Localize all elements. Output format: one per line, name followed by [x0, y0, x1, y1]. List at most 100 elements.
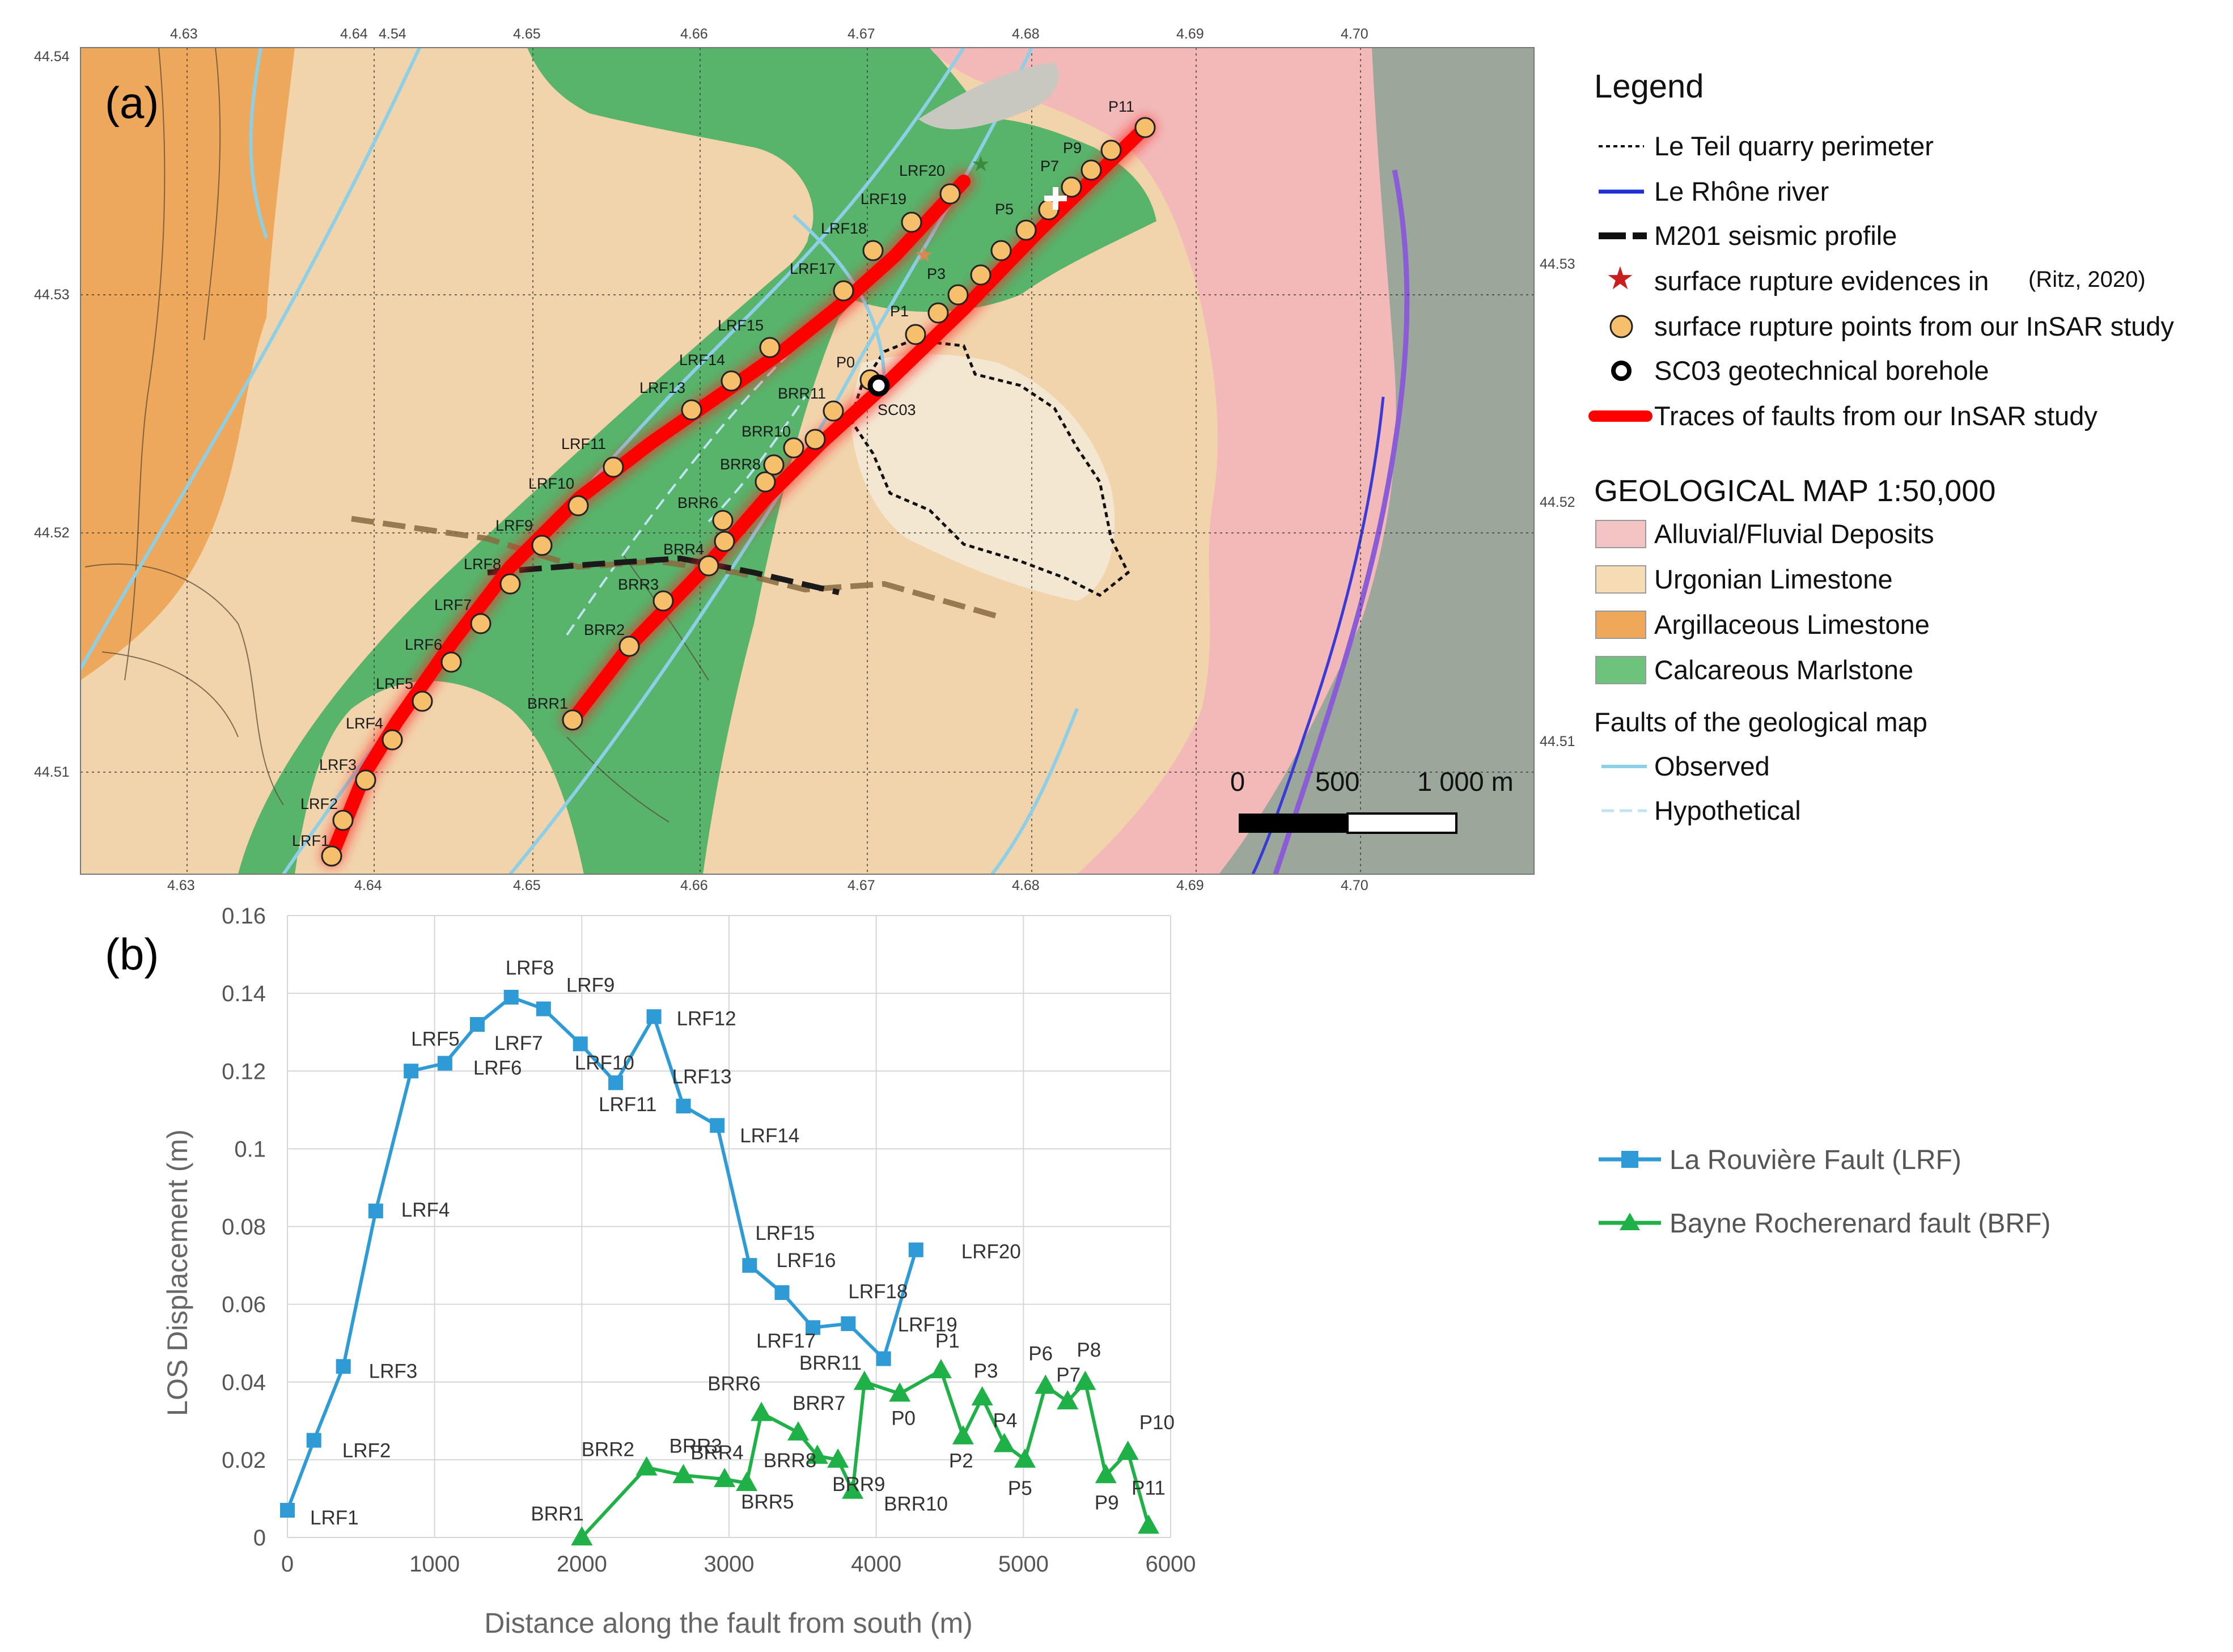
point-label-lrf9: LRF9 — [566, 975, 615, 997]
lon-top-4.66: 4.66 — [680, 26, 708, 42]
point-brr2 — [635, 1456, 658, 1476]
point-label-lrf16: LRF16 — [776, 1249, 836, 1272]
legend-item-seismic: M201 seismic profile — [1654, 221, 1897, 251]
rupture-point-lrf9 — [531, 535, 553, 556]
lon-top-4.69: 4.69 — [1176, 26, 1204, 42]
map-legend: Legend Le Teil quarry perimeter Le Rhône… — [1584, 68, 2174, 825]
point-lrf19 — [876, 1351, 891, 1366]
lon-top-4.68: 4.68 — [1012, 26, 1040, 42]
satellite-imagery-area — [1219, 48, 1534, 874]
map-label-brr10: BRR10 — [741, 423, 791, 440]
map-label-brr3: BRR3 — [618, 576, 659, 593]
map-label-lrf10: LRF10 — [528, 475, 574, 492]
cross-marker — [1044, 187, 1067, 210]
geological-map-panel: ★ ★ ★ LRF1LRF2LRF3LRF4LRF5LRF6LRF7LRF8LR… — [34, 26, 2174, 893]
point-lrf7 — [469, 1016, 485, 1032]
rupture-point-lrf13 — [681, 399, 702, 421]
map-label-brr4: BRR4 — [663, 541, 704, 558]
point-p5 — [1014, 1448, 1036, 1468]
lat-left-44.53: 44.53 — [34, 287, 70, 303]
rupture-point-lrf7 — [470, 613, 491, 634]
series-line-brf — [581, 1367, 1150, 1539]
borehole-symbol — [1611, 361, 1632, 381]
lon-top-4.67: 4.67 — [848, 26, 875, 42]
geo-swatch-2 — [1595, 565, 1646, 594]
lat-right-44.53: 44.53 — [1540, 256, 1575, 272]
point-label-lrf20: LRF20 — [961, 1241, 1021, 1263]
rupture-point-symbol — [1609, 315, 1633, 338]
panel-a-label: (a) — [105, 78, 159, 128]
geo-swatch-4 — [1595, 656, 1646, 684]
quarry-perimeter — [849, 338, 1130, 597]
point-lrf2 — [306, 1433, 321, 1448]
map-label-p7: P7 — [1040, 158, 1059, 175]
coordinate-labels: 4.63 4.64 4.54 4.65 4.66 4.67 4.68 4.69 … — [34, 26, 1575, 893]
lat-right-44.51: 44.51 — [1540, 734, 1575, 749]
lon-bottom-4.63: 4.63 — [167, 878, 195, 893]
rupture-point-lrf8 — [499, 573, 521, 595]
map-label-p9: P9 — [1063, 139, 1082, 156]
legend-item-hypothetical: Hypothetical — [1654, 795, 1801, 825]
rupture-point-lrf20 — [939, 183, 961, 205]
map-label-brr1: BRR1 — [527, 695, 568, 712]
lon-bottom-4.68: 4.68 — [1012, 878, 1040, 893]
legend-item-observed: Observed — [1654, 751, 1770, 781]
chart-legend: La Rouvière Fault (LRF) Bayne Rocherenar… — [1599, 1145, 2050, 1239]
map-label-brr6: BRR6 — [677, 494, 718, 511]
rhone-river-purple — [1273, 170, 1410, 874]
rupture-point-lrf17 — [833, 280, 854, 302]
point-p11 — [1138, 1514, 1160, 1534]
y-tick-5: 0.1 — [234, 1137, 266, 1162]
rupture-points-group: LRF1LRF2LRF3LRF4LRF5LRF6LRF7LRF8LRF9LRF1… — [292, 98, 1156, 867]
rupture-point-brf-16 — [970, 264, 991, 286]
legend-item-rhone: Le Rhône river — [1654, 176, 1829, 206]
point-label-p10: P10 — [1139, 1412, 1175, 1434]
chart-series — [280, 989, 1160, 1545]
point-label-lrf14: LRF14 — [740, 1125, 799, 1147]
point-lrf20 — [908, 1242, 923, 1257]
point-lrf10 — [573, 1036, 588, 1052]
lon-bottom-4.66: 4.66 — [680, 878, 708, 893]
lat-left-44.54: 44.54 — [34, 49, 70, 65]
map-label-lrf9: LRF9 — [495, 517, 533, 534]
rupture-point-brf-15 — [947, 284, 969, 306]
point-label-p4: P4 — [993, 1409, 1018, 1431]
x-tick-6000: 6000 — [1146, 1552, 1196, 1577]
y-axis-label: LOS Displacement (m) — [162, 1129, 193, 1416]
map-label-p1: P1 — [890, 303, 909, 320]
map-label-lrf18: LRF18 — [821, 220, 867, 237]
point-label-brr11: BRR11 — [799, 1352, 862, 1374]
point-lrf18 — [841, 1316, 856, 1331]
point-brr9 — [827, 1448, 849, 1468]
map-label-lrf8: LRF8 — [464, 556, 501, 573]
point-label-p9: P9 — [1095, 1492, 1119, 1514]
rupture-point-brf-18 — [1015, 219, 1037, 241]
point-p7 — [1057, 1390, 1079, 1410]
point-brr10 — [842, 1479, 864, 1499]
legend-item-rupture-points: surface rupture points from our InSAR st… — [1654, 311, 2174, 341]
rupture-point-brf-6 — [714, 531, 735, 552]
point-lrf8 — [503, 989, 519, 1005]
rupture-point-lrf15 — [759, 337, 781, 358]
lon-bottom-4.67: 4.67 — [848, 878, 875, 893]
chart-point-labels: LRF1LRF2LRF3LRF4LRF5LRF6LRF7LRF8LRF9LRF1… — [310, 957, 1175, 1529]
map-label-lrf13: LRF13 — [639, 379, 685, 396]
borehole-label: SC03 — [878, 401, 916, 418]
sc03-borehole-marker: SC03 — [867, 374, 916, 418]
lon-bottom-4.64: 4.64 — [354, 878, 382, 893]
rupture-point-lrf6 — [440, 651, 462, 673]
map-label-lrf19: LRF19 — [861, 190, 906, 207]
panel-b-label: (b) — [105, 929, 159, 979]
legend-brf: Bayne Rocherenard fault (BRF) — [1670, 1209, 2050, 1239]
map-label-lrf3: LRF3 — [319, 756, 357, 773]
point-label-p6: P6 — [1028, 1343, 1053, 1365]
scale-bar: 0 500 1 000 m — [1230, 766, 1514, 834]
point-p8 — [1074, 1370, 1096, 1390]
argillaceous-limestone-area — [80, 48, 295, 680]
map-label-p3: P3 — [927, 265, 946, 282]
point-label-brr4: BRR4 — [690, 1442, 743, 1464]
svg-text:★: ★ — [914, 243, 934, 267]
point-label-brr1: BRR1 — [531, 1503, 583, 1525]
